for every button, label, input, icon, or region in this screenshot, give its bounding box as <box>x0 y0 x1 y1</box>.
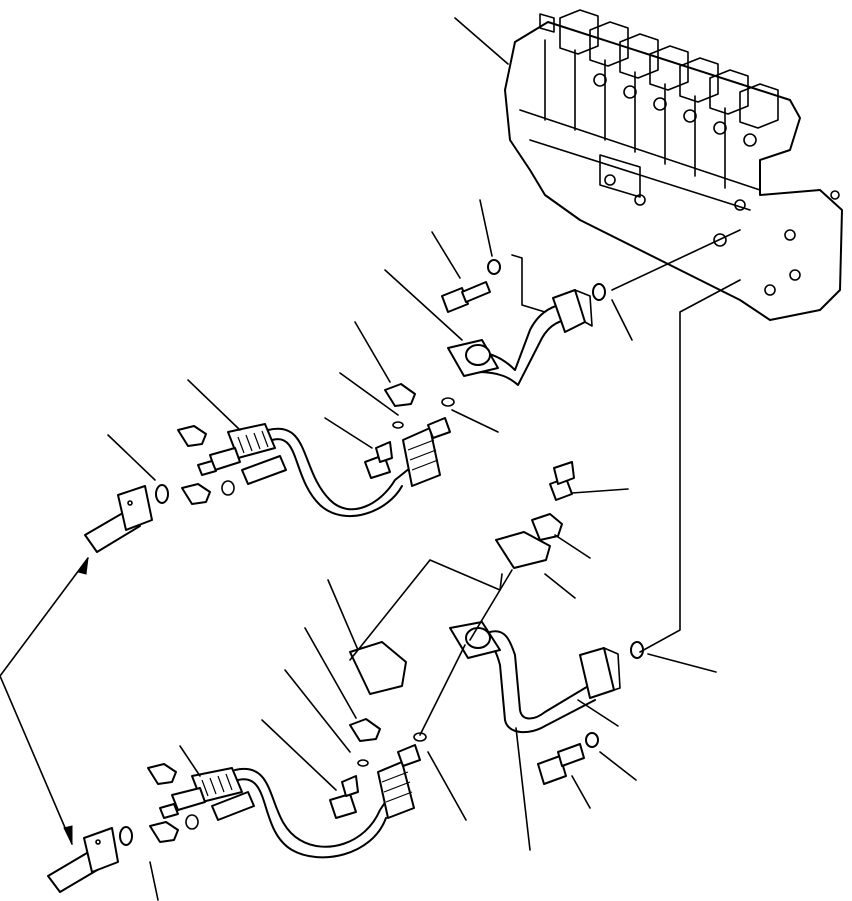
washers <box>185 259 599 830</box>
upper-pipe-stub <box>84 485 153 553</box>
upper-hose-assembly <box>197 417 451 518</box>
mounting-bolts <box>211 281 585 821</box>
leader-lines <box>107 17 741 901</box>
lower-pipe-stub <box>47 827 119 893</box>
control-valve-block <box>504 9 843 321</box>
lower-hose-assembly <box>159 744 421 859</box>
reference-arrow <box>0 557 89 845</box>
upper-pipe-flange <box>447 289 593 386</box>
lower-pipe-flange <box>449 621 621 734</box>
o-rings <box>119 283 644 846</box>
split-flange-clamps <box>147 383 563 843</box>
